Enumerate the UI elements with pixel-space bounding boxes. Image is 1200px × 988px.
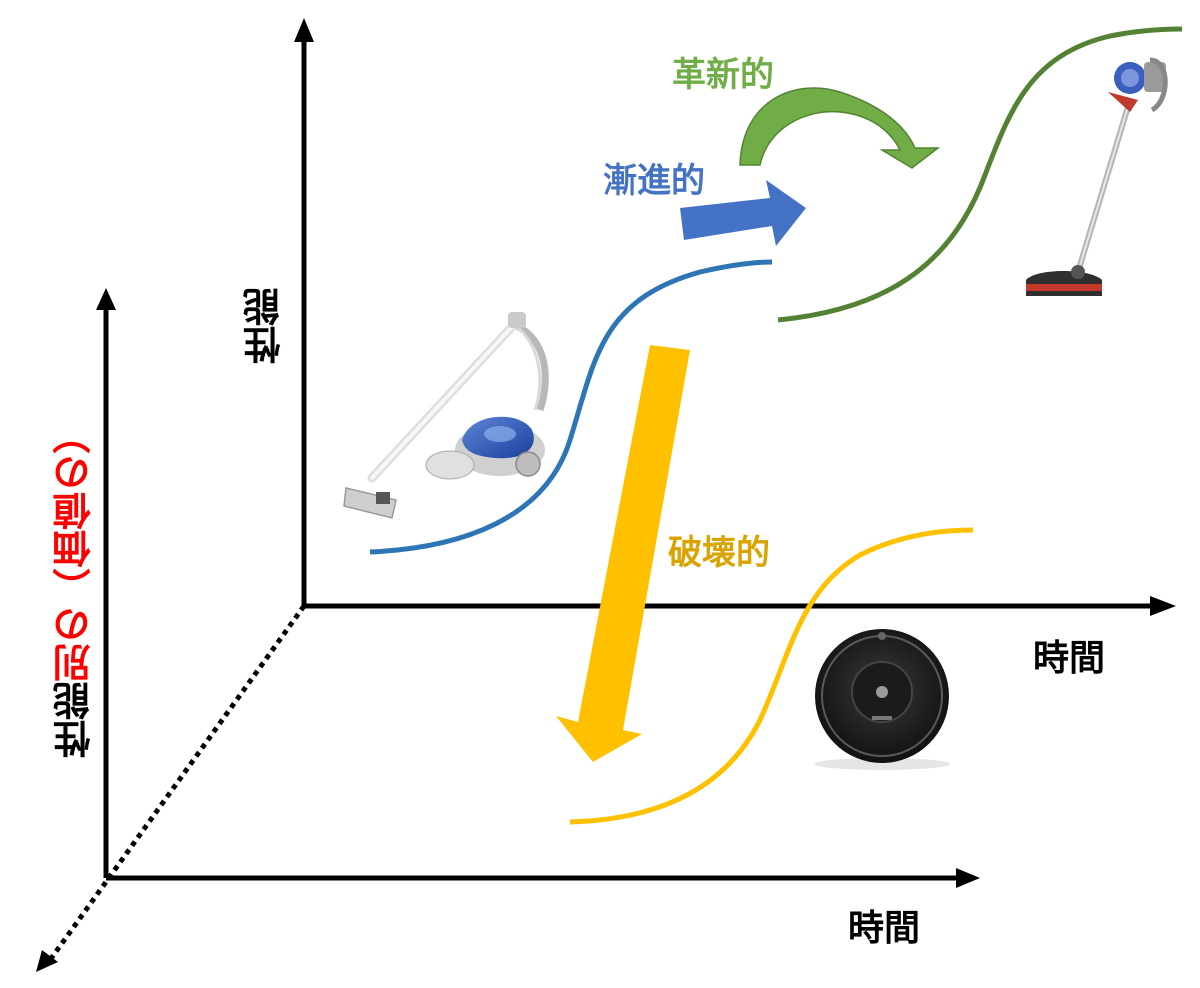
disruptive-s-curve xyxy=(569,527,974,825)
radical-curved-arrow xyxy=(739,87,941,169)
incremental-arrow xyxy=(680,180,806,246)
back-x-axis-arrowhead xyxy=(956,868,980,888)
robot-vacuum-image xyxy=(814,629,950,770)
front-time-axis-label: 時間 xyxy=(1033,638,1105,679)
depth-axis-dotted xyxy=(47,604,307,962)
front-performance-axis-label: 性能 xyxy=(243,288,287,364)
disruptive-label: 破壊的 xyxy=(668,533,770,573)
radical-s-curve xyxy=(777,26,1183,323)
radical-label: 革新的 xyxy=(672,55,774,95)
stick-vacuum-image xyxy=(1026,57,1168,296)
back-y-axis-arrowhead xyxy=(96,288,116,310)
back-performance-axis-label-red: 別の（価値の） xyxy=(53,416,97,682)
back-performance-axis-label: 性能別の（価値の） xyxy=(53,416,97,758)
depth-axis-arrowhead xyxy=(36,950,58,972)
back-time-axis-label: 時間 xyxy=(848,908,920,949)
back-axes xyxy=(96,288,980,888)
back-performance-axis-label-black: 性能 xyxy=(53,682,97,758)
incremental-s-curve xyxy=(369,259,773,555)
disruptive-arrow xyxy=(556,345,690,762)
incremental-label: 漸進的 xyxy=(603,161,705,201)
front-y-axis-arrowhead xyxy=(294,18,314,42)
canister-vacuum-image xyxy=(343,312,549,519)
front-x-axis-arrowhead xyxy=(1150,596,1176,616)
front-axes xyxy=(294,18,1176,616)
